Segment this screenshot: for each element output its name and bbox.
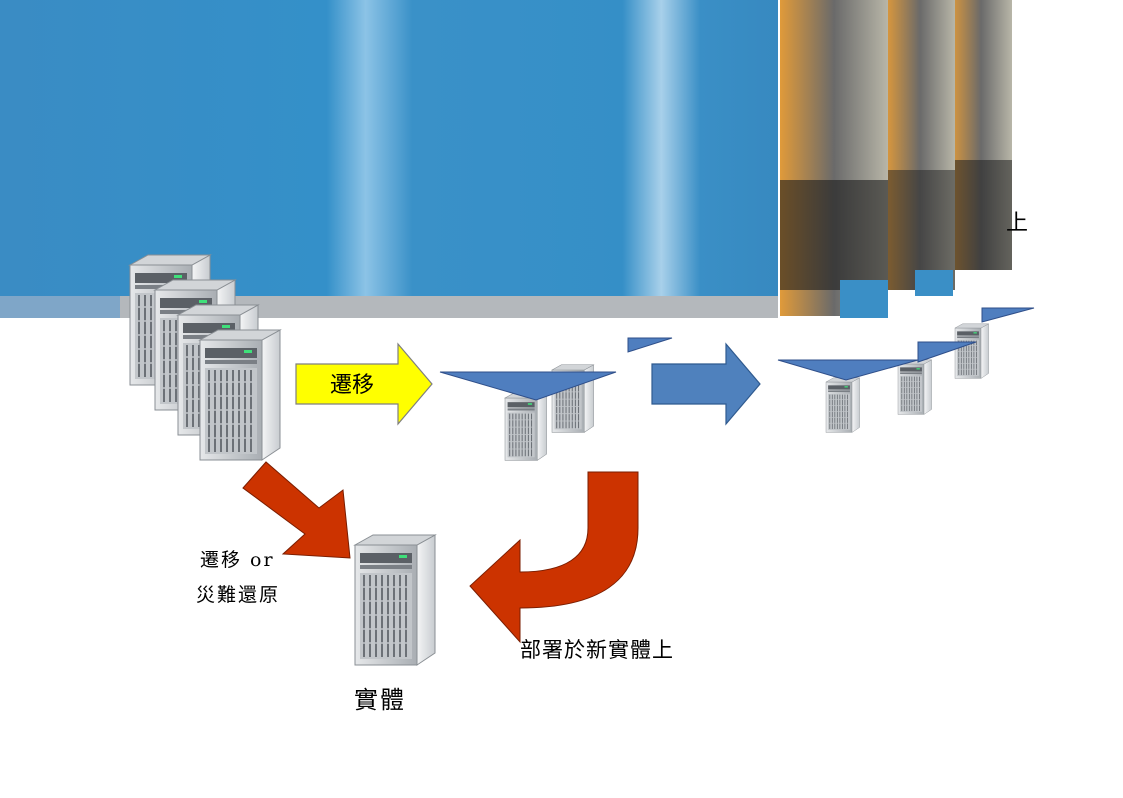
deploy-new-physical-label: 部署於新實體上 [520,638,674,662]
virtual-host-middle [439,337,673,461]
virtual-host-right [777,307,1035,433]
partial-text-label: 上 [1006,211,1029,236]
physical-label: 實體 [354,686,406,714]
right-arrow-icon [651,342,761,426]
curved-arrow-icon [469,471,639,644]
physical-server-icon [354,534,436,666]
restore-arrow-icon [242,461,351,559]
migrate-arrow-icon [295,342,433,426]
disaster-recovery-label: 災難還原 [196,584,281,606]
migrate-label: 遷移 [330,373,375,398]
banner-images [0,0,1012,318]
migrate-or-label: 遷移 or [200,549,275,571]
